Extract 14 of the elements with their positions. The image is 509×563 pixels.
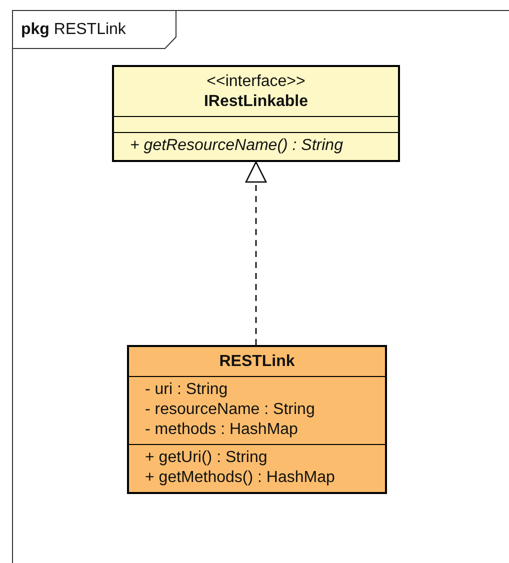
method-signature: + getUri() : String: [145, 448, 268, 468]
class-box: [127, 345, 387, 494]
package-name: pkg RESTLink: [21, 20, 126, 40]
class-name: RESTLink: [219, 352, 295, 372]
attribute-text: - methods : HashMap: [145, 420, 298, 440]
stereotype-label: <<interface>>: [206, 72, 306, 92]
class-box: [112, 65, 400, 162]
interface-name: IRestLinkable: [204, 92, 308, 112]
realization-arrow: [245, 161, 267, 345]
method-signature: + getResourceName() : String: [130, 136, 343, 156]
package-frame: [12, 10, 509, 563]
attribute-text: - resourceName : String: [145, 400, 315, 420]
attribute-text: - uri : String: [145, 380, 228, 400]
method-signature: + getMethods() : HashMap: [145, 468, 335, 488]
